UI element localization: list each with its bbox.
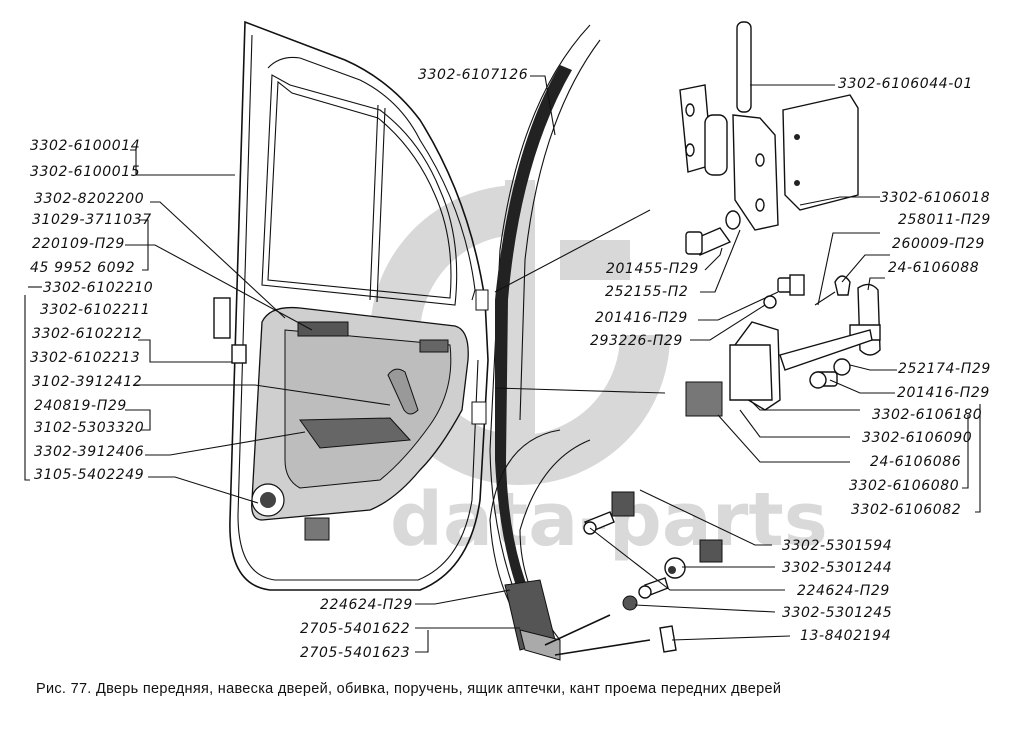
part-label: 3105-5402249	[34, 467, 144, 483]
part-label: 24-6106088	[888, 260, 979, 276]
hinge-assembly-drawing	[679, 21, 859, 256]
part-label: 3102-5303320	[34, 420, 144, 436]
part-label: 3302-5301594	[782, 538, 892, 554]
part-label: 252174-П29	[898, 361, 991, 377]
part-label: 3302-5301244	[782, 560, 892, 576]
part-label: 3302-6102213	[30, 350, 140, 366]
front-door-drawing	[213, 20, 489, 591]
part-label: 258011-П29	[898, 212, 991, 228]
part-label: 3302-6102212	[32, 326, 142, 342]
part-label: 3302-6100015	[30, 164, 140, 180]
part-label: 31029-3711037	[32, 212, 152, 228]
part-label: 24-6106086	[870, 454, 961, 470]
leader-lines	[24, 75, 981, 656]
middle-labels: 201455-П29 252155-П2 201416-П29 293226-П…	[590, 261, 699, 349]
part-label: 3302-5301245	[782, 605, 892, 621]
part-label: 3302-6102210	[43, 280, 153, 296]
door-check-drawing	[685, 274, 881, 417]
part-label: 3302-6106080	[849, 478, 959, 494]
part-label: 3302-3912406	[34, 444, 144, 460]
part-label: 201416-П29	[595, 310, 688, 326]
part-label: 3302-8202200	[34, 191, 144, 207]
part-label: 201416-П29	[897, 385, 990, 401]
part-label: 201455-П29	[606, 261, 699, 277]
part-label: 3302-6107126	[418, 67, 528, 83]
part-label: 224624-П29	[797, 583, 890, 599]
part-label: 3302-6106018	[880, 190, 990, 206]
right-labels: 3302-6106018 258011-П29 260009-П29 24-61…	[849, 190, 991, 518]
fasteners-drawing	[583, 491, 723, 653]
part-label: 3302-6106180	[872, 407, 982, 423]
part-label: 2705-5401622	[300, 621, 410, 637]
part-label: 3102-3912412	[32, 374, 142, 390]
part-label: 3302-6100014	[30, 138, 140, 154]
part-label: 3302-6106044-01	[838, 76, 973, 92]
part-label: 220109-П29	[32, 236, 125, 252]
part-label: 13-8402194	[800, 628, 891, 644]
door-opening-seal-drawing	[489, 24, 601, 661]
part-label: 45 9952 6092	[30, 260, 135, 276]
part-label: 3302-6106082	[851, 502, 961, 518]
part-label: 2705-5401623	[300, 645, 410, 661]
left-labels: 3302-6100014 3302-6100015 3302-8202200 3…	[30, 138, 153, 483]
bottom-center-labels: 224624-П29 2705-5401622 2705-5401623	[300, 597, 413, 661]
part-label: 224624-П29	[320, 597, 413, 613]
part-label: 260009-П29	[892, 236, 985, 252]
bottom-right-labels: 3302-5301594 3302-5301244 224624-П29 330…	[782, 538, 892, 644]
figure-caption: Рис. 77. Дверь передняя, навеска дверей,…	[36, 681, 782, 697]
top-labels: 3302-6107126 3302-6106044-01	[418, 67, 973, 92]
part-label: 252155-П2	[605, 284, 688, 300]
part-label: 3302-6106090	[862, 430, 972, 446]
part-label: 240819-П29	[34, 398, 127, 414]
part-label: 293226-П29	[590, 333, 683, 349]
part-label: 3302-6102211	[40, 302, 150, 318]
